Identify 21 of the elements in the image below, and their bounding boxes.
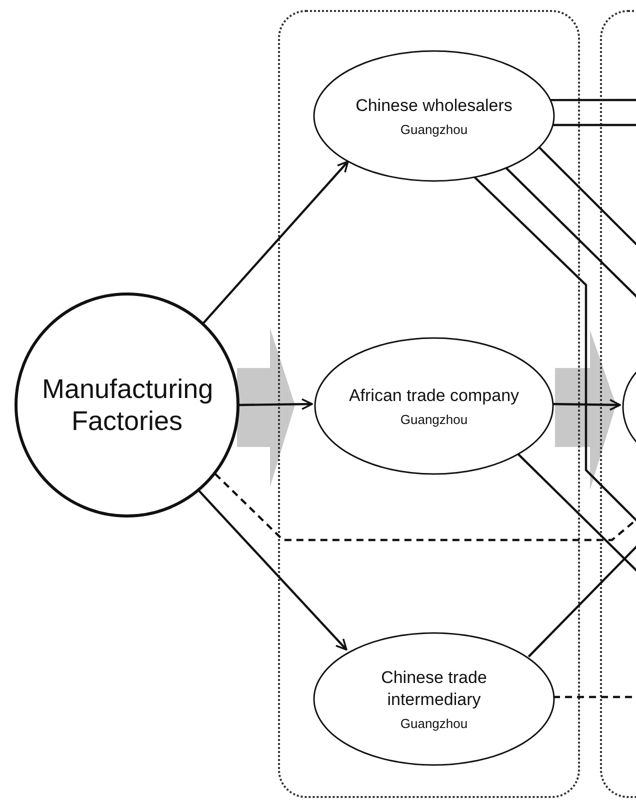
- arrow: [552, 398, 621, 411]
- block-arrow: [555, 330, 616, 490]
- node-label: Manufacturing Factories: [42, 372, 212, 438]
- dotted-panel: [278, 10, 580, 798]
- connector-line: [550, 98, 636, 102]
- node-label: Chinese trade intermediary: [380, 667, 488, 710]
- arrow: [238, 398, 313, 410]
- node-label: Chinese wholesalers: [356, 94, 512, 116]
- block-arrow: [237, 328, 295, 487]
- node-label: African trade company: [348, 384, 520, 406]
- connector-line: [551, 124, 636, 126]
- ellipse-node: [314, 337, 554, 475]
- location-label: Guangzhou: [400, 122, 468, 138]
- location-label: Guangzhou: [400, 412, 468, 428]
- ellipse-node: [313, 50, 555, 182]
- circle-node: [15, 293, 239, 517]
- ellipse-node: [313, 632, 555, 766]
- dashed-connector: [214, 473, 636, 542]
- arrow: [202, 160, 349, 324]
- arrow: [198, 490, 348, 651]
- location-label: Guangzhou: [400, 716, 468, 731]
